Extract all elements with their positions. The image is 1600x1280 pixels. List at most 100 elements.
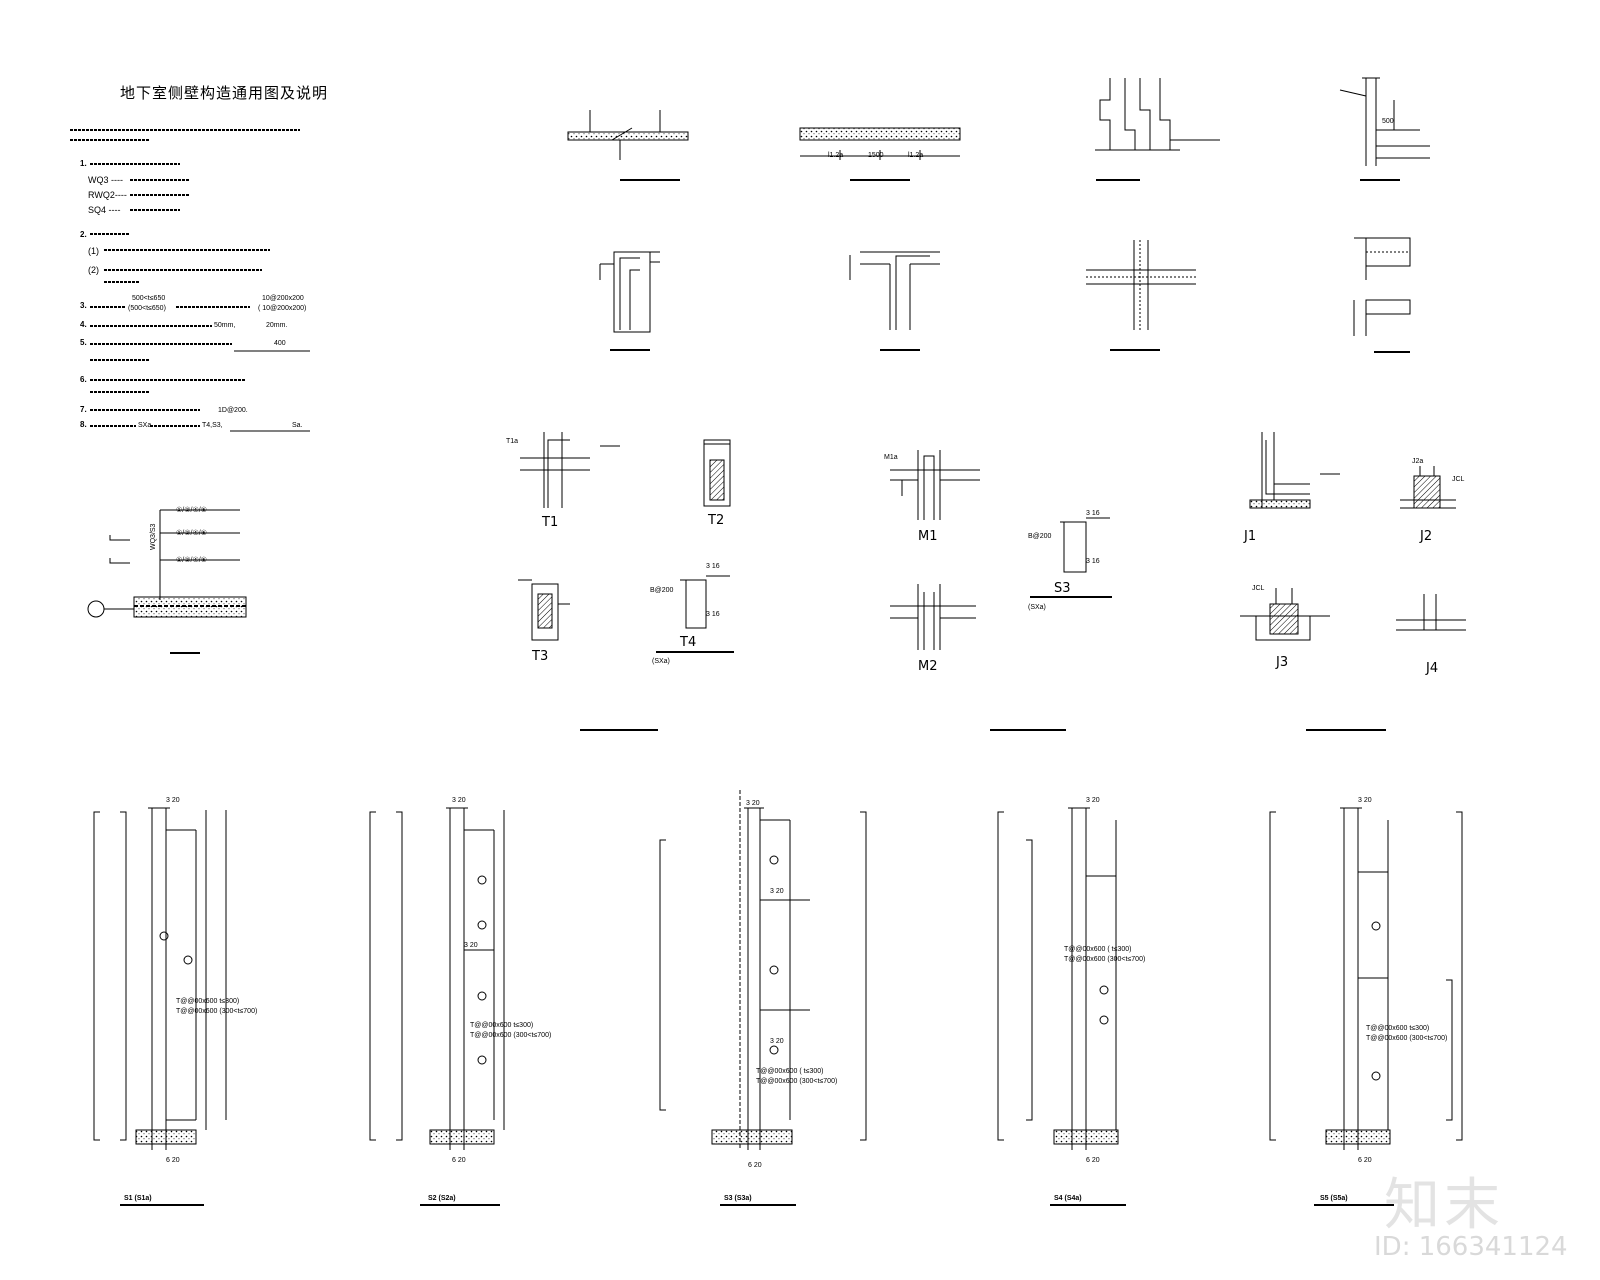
- s1-note-1: T@@00x600 t≤300): [176, 998, 240, 1005]
- s5-caption: S5 (S5a): [1320, 1195, 1348, 1202]
- joint-label-j2: J2: [1420, 529, 1433, 544]
- joint-label-m1: M1: [918, 529, 938, 544]
- s5-bottom-bars: 6 20: [1358, 1157, 1372, 1164]
- s3-note: (SXa): [1028, 604, 1046, 611]
- joint-j1-drawing: [1249, 432, 1340, 509]
- tee-joint-detail: [849, 251, 940, 351]
- note-sq4-code: SQ4 ----: [88, 205, 121, 215]
- note-2a-number: (1): [88, 246, 99, 256]
- corner-joint-detail: [599, 251, 660, 351]
- s3-top-bars: 3 20: [746, 800, 760, 807]
- joint-label-t2: T2: [708, 513, 725, 528]
- j2a-tag: J2a: [1412, 458, 1424, 465]
- note-8-value-a: SXa: [138, 422, 152, 429]
- top-detail-2: [799, 127, 961, 181]
- note-4-value-b: 20mm.: [266, 322, 288, 329]
- jcl-tag-j3: JCL: [1252, 585, 1265, 592]
- note-7-value: 1D@200.: [218, 407, 248, 414]
- note-4-value-a: 50mm,: [214, 322, 236, 329]
- s3-section-note-2: T@@00x600 (300<t≤700): [756, 1078, 838, 1085]
- s5-note-2: T@@00x600 (300<t≤700): [1366, 1035, 1448, 1042]
- s2-mid-bars: 3 20: [464, 942, 478, 949]
- detail4-dim: 500: [1382, 118, 1394, 125]
- s2-caption: S2 (S2a): [428, 1195, 456, 1202]
- note-2b-number: (2): [88, 265, 99, 275]
- s5-top-bars: 3 20: [1358, 797, 1372, 804]
- note-2-number: 2.: [80, 230, 87, 239]
- note-rwq2-code: RWQ2----: [88, 190, 127, 200]
- s3-bottom-bars: 6 20: [748, 1162, 762, 1169]
- s2-note-1: T@@00x600 t≤300): [470, 1022, 534, 1029]
- s4-top-bars: 3 20: [1086, 797, 1100, 804]
- cross-joint-detail: [1086, 240, 1196, 351]
- t4-dim-bottom: 3 16: [706, 611, 720, 618]
- s1-top-bars: 3 20: [166, 797, 180, 804]
- note-5-value: 400: [274, 340, 286, 347]
- note-6-number: 6.: [80, 375, 87, 384]
- note-3-number: 3.: [80, 301, 87, 310]
- section-s2-drawing: [369, 807, 505, 1206]
- s3-bar-spec: B@200: [1028, 533, 1052, 540]
- s3-dim-top: 3 16: [1086, 510, 1100, 517]
- watermark-id: ID: 166341124: [1374, 1232, 1568, 1262]
- joint-label-j4: J4: [1426, 661, 1439, 676]
- joint-t4-drawing: [656, 575, 734, 653]
- note-3-range-a: 500<t≤650: [132, 295, 166, 302]
- joint-t2-drawing: [703, 439, 731, 507]
- joint-label-t4: T4: [680, 635, 697, 650]
- note-1-number: 1.: [80, 159, 87, 168]
- section-s4-drawing: [997, 807, 1126, 1206]
- s4-caption: S4 (S4a): [1054, 1195, 1082, 1202]
- joint-j2-drawing: [1400, 466, 1456, 509]
- note-wq3-code: WQ3 ----: [88, 175, 123, 185]
- s3-mid-bars-2: 3 20: [770, 1038, 784, 1045]
- joint-t3-drawing: [518, 579, 570, 641]
- joint-label-m2: M2: [918, 659, 938, 674]
- s3-caption: S3 (S3a): [724, 1195, 752, 1202]
- section-s1-drawing: [93, 807, 227, 1206]
- s3-dim-bottom: 3 16: [1086, 558, 1100, 565]
- s2-note-2: T@@00x600 (300<t≤700): [470, 1032, 552, 1039]
- note-8-value-c: Sa.: [292, 422, 303, 429]
- top-detail-3: [1095, 78, 1220, 181]
- s4-bottom-bars: 6 20: [1086, 1157, 1100, 1164]
- section-s5-drawing: [1269, 807, 1463, 1206]
- watermark-logo: 知末: [1384, 1173, 1504, 1238]
- note-3-range-b: (500<t≤650): [128, 305, 166, 312]
- note-5-number: 5.: [80, 338, 87, 347]
- m1a-tag: M1a: [884, 454, 898, 461]
- jcl-tag-j2: JCL: [1452, 476, 1465, 483]
- section-s3-drawing: [659, 790, 867, 1206]
- note-4-number: 4.: [80, 320, 87, 329]
- joint-j3-drawing: [1240, 588, 1330, 641]
- joint-m2-drawing: [890, 584, 976, 650]
- joint-s3-drawing: [1030, 517, 1112, 598]
- note-3-spec-b: ( 10@200x200): [258, 305, 307, 312]
- joint-m1-drawing: [890, 450, 980, 520]
- s1-bottom-bars: 6 20: [166, 1157, 180, 1164]
- drawing-title: 地下室侧壁构造通用图及说明: [120, 85, 329, 102]
- joint-label-t3: T3: [532, 649, 549, 664]
- s5-note-1: T@@00x600 t≤300): [1366, 1025, 1430, 1032]
- s3-mid-bars-1: 3 20: [770, 888, 784, 895]
- joint-label-j1: J1: [1244, 529, 1257, 544]
- legend-diagram: [87, 509, 247, 654]
- t4-bar-spec: B@200: [650, 587, 674, 594]
- joint-t1-drawing: [520, 432, 620, 508]
- note-7-number: 7.: [80, 405, 87, 414]
- t1a-tag: T1a: [506, 438, 519, 445]
- joint-label-t1: T1: [542, 515, 559, 530]
- joint-label-j3: J3: [1276, 655, 1289, 670]
- wall-end-detail: [1353, 237, 1411, 353]
- s2-bottom-bars: 6 20: [452, 1157, 466, 1164]
- notes-scribble: [70, 129, 300, 427]
- top-detail-4: [1339, 77, 1430, 181]
- s1-caption: S1 (S1a): [124, 1195, 152, 1202]
- joint-j4-drawing: [1396, 594, 1466, 631]
- top-detail-1: [567, 110, 689, 181]
- note-8-value-b: T4,S3,: [202, 422, 223, 429]
- s4-note-2: T@@00x600 (300<t≤700): [1064, 956, 1146, 963]
- s1-note-2: T@@00x600 (300<t≤700): [176, 1008, 258, 1015]
